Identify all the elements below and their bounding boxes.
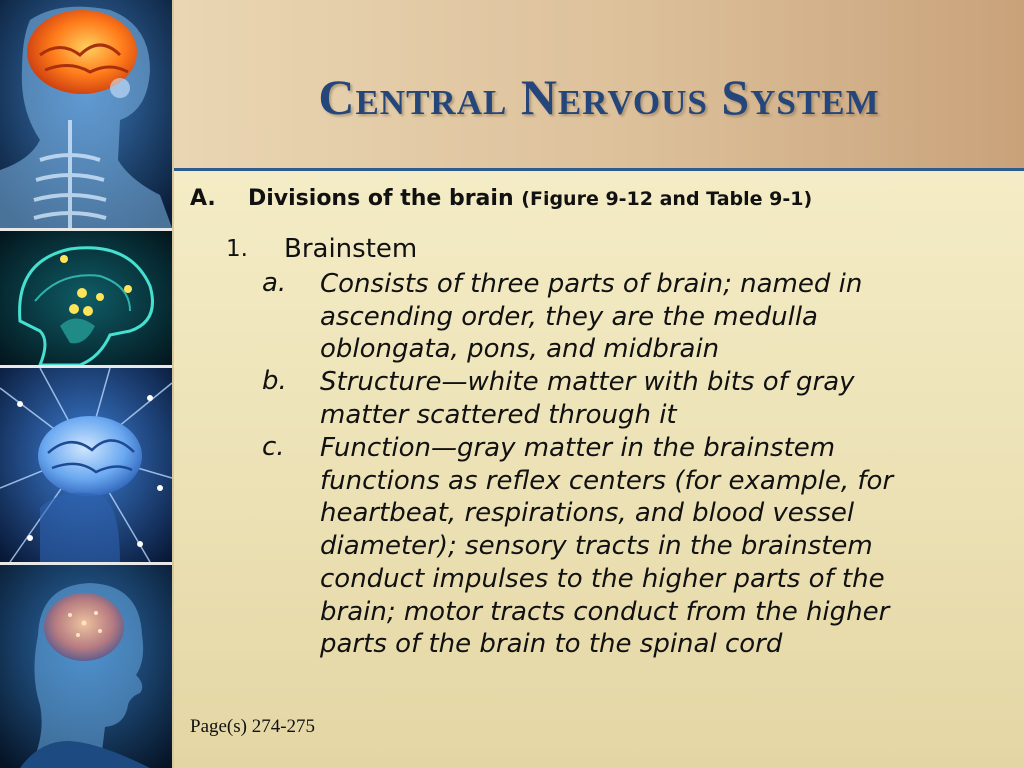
section-heading-line: Divisions of the brain (Figure 9-12 and … (248, 186, 812, 211)
subitem-c-marker: c. (262, 432, 285, 462)
section-reference: (Figure 9-12 and Table 9-1) (521, 188, 813, 210)
content-area (174, 171, 1024, 768)
subitem-a-marker: a. (262, 268, 287, 298)
image-strip (0, 0, 172, 768)
strip-edge (172, 0, 174, 768)
item-heading: Brainstem (284, 234, 418, 264)
subitem-b-text: Structure—white matter with bits of gray… (320, 367, 855, 430)
subitem-a-text: Consists of three parts of brain; named … (320, 269, 863, 365)
page-reference: Page(s) 274-275 (190, 716, 316, 737)
brain-scan-image (0, 231, 172, 365)
section-marker: A. (190, 186, 216, 211)
title-rule (174, 168, 1024, 171)
subitem-c-text: Function—gray matter in the brainstem fu… (320, 433, 894, 660)
image-divider (0, 228, 172, 231)
image-divider (0, 365, 172, 368)
section-heading: Divisions of the brain (248, 186, 514, 211)
title-banner (174, 0, 1024, 168)
head-profile-image (0, 565, 172, 768)
slide-title: Central Nervous System (318, 69, 880, 125)
item-marker: 1. (226, 236, 248, 262)
subitem-b-marker: b. (262, 366, 287, 396)
brain-skeleton-image (0, 0, 172, 228)
image-divider (0, 562, 172, 565)
brain-network-image (0, 368, 172, 562)
